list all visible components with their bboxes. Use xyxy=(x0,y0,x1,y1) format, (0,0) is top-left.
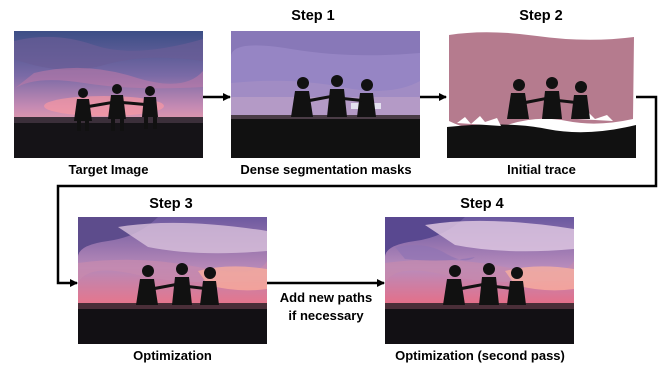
optimization-image xyxy=(78,217,267,344)
add-paths-note: Add new paths if necessary xyxy=(266,289,386,325)
caption-initial-trace: Initial trace xyxy=(507,162,576,177)
caption-dense-segmentation: Dense segmentation masks xyxy=(240,162,412,177)
initial-trace-image xyxy=(447,31,636,158)
step-4-title: Step 4 xyxy=(460,196,504,212)
arrow-step2-to-step3 xyxy=(56,95,658,287)
caption-target-image: Target Image xyxy=(68,162,149,177)
step-1-title: Step 1 xyxy=(291,8,335,24)
optimization-second-pass-image xyxy=(385,217,574,344)
step-3-title: Step 3 xyxy=(149,196,193,212)
add-paths-note-line2: if necessary xyxy=(288,308,364,323)
target-image xyxy=(14,31,203,158)
caption-optimization-second-pass: Optimization (second pass) xyxy=(395,348,565,363)
step-2-title: Step 2 xyxy=(519,8,563,24)
add-paths-note-line1: Add new paths xyxy=(279,290,373,305)
dense-segmentation-image xyxy=(231,31,420,158)
caption-optimization: Optimization xyxy=(133,348,212,363)
